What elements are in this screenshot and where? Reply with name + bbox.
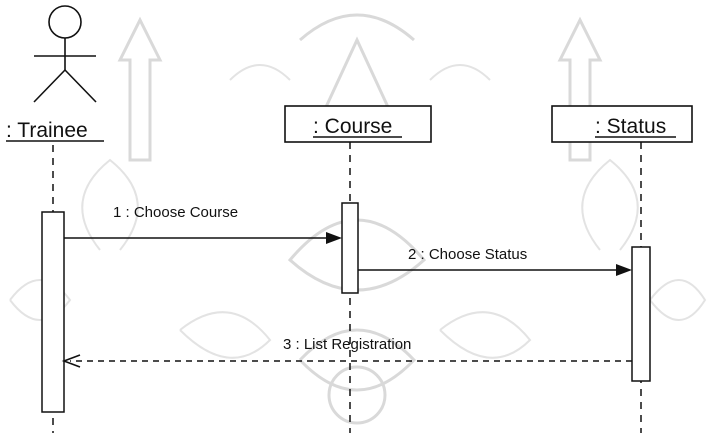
status-object: : Status <box>551 105 693 143</box>
status-object-box <box>551 105 693 143</box>
course-object-box <box>284 105 432 143</box>
message-3-arrow <box>61 354 632 368</box>
status-activation-bar <box>631 246 651 382</box>
course-activation-bar <box>341 202 359 294</box>
message-2-label: 2 : Choose Status <box>408 246 527 263</box>
message-1-arrow <box>64 232 342 244</box>
trainee-actor-icon <box>33 5 97 103</box>
status-object-label: : Status <box>595 115 666 138</box>
course-object: : Course <box>284 105 432 143</box>
message-2-arrow <box>358 264 632 276</box>
message-3-label: 3 : List Registration <box>283 336 411 353</box>
trainee-activation-bar <box>41 211 65 413</box>
message-1-label: 1 : Choose Course <box>113 204 238 221</box>
watermark-emblem <box>9 13 707 425</box>
trainee-actor-label: : Trainee <box>6 119 88 142</box>
course-object-label: : Course <box>313 115 392 138</box>
